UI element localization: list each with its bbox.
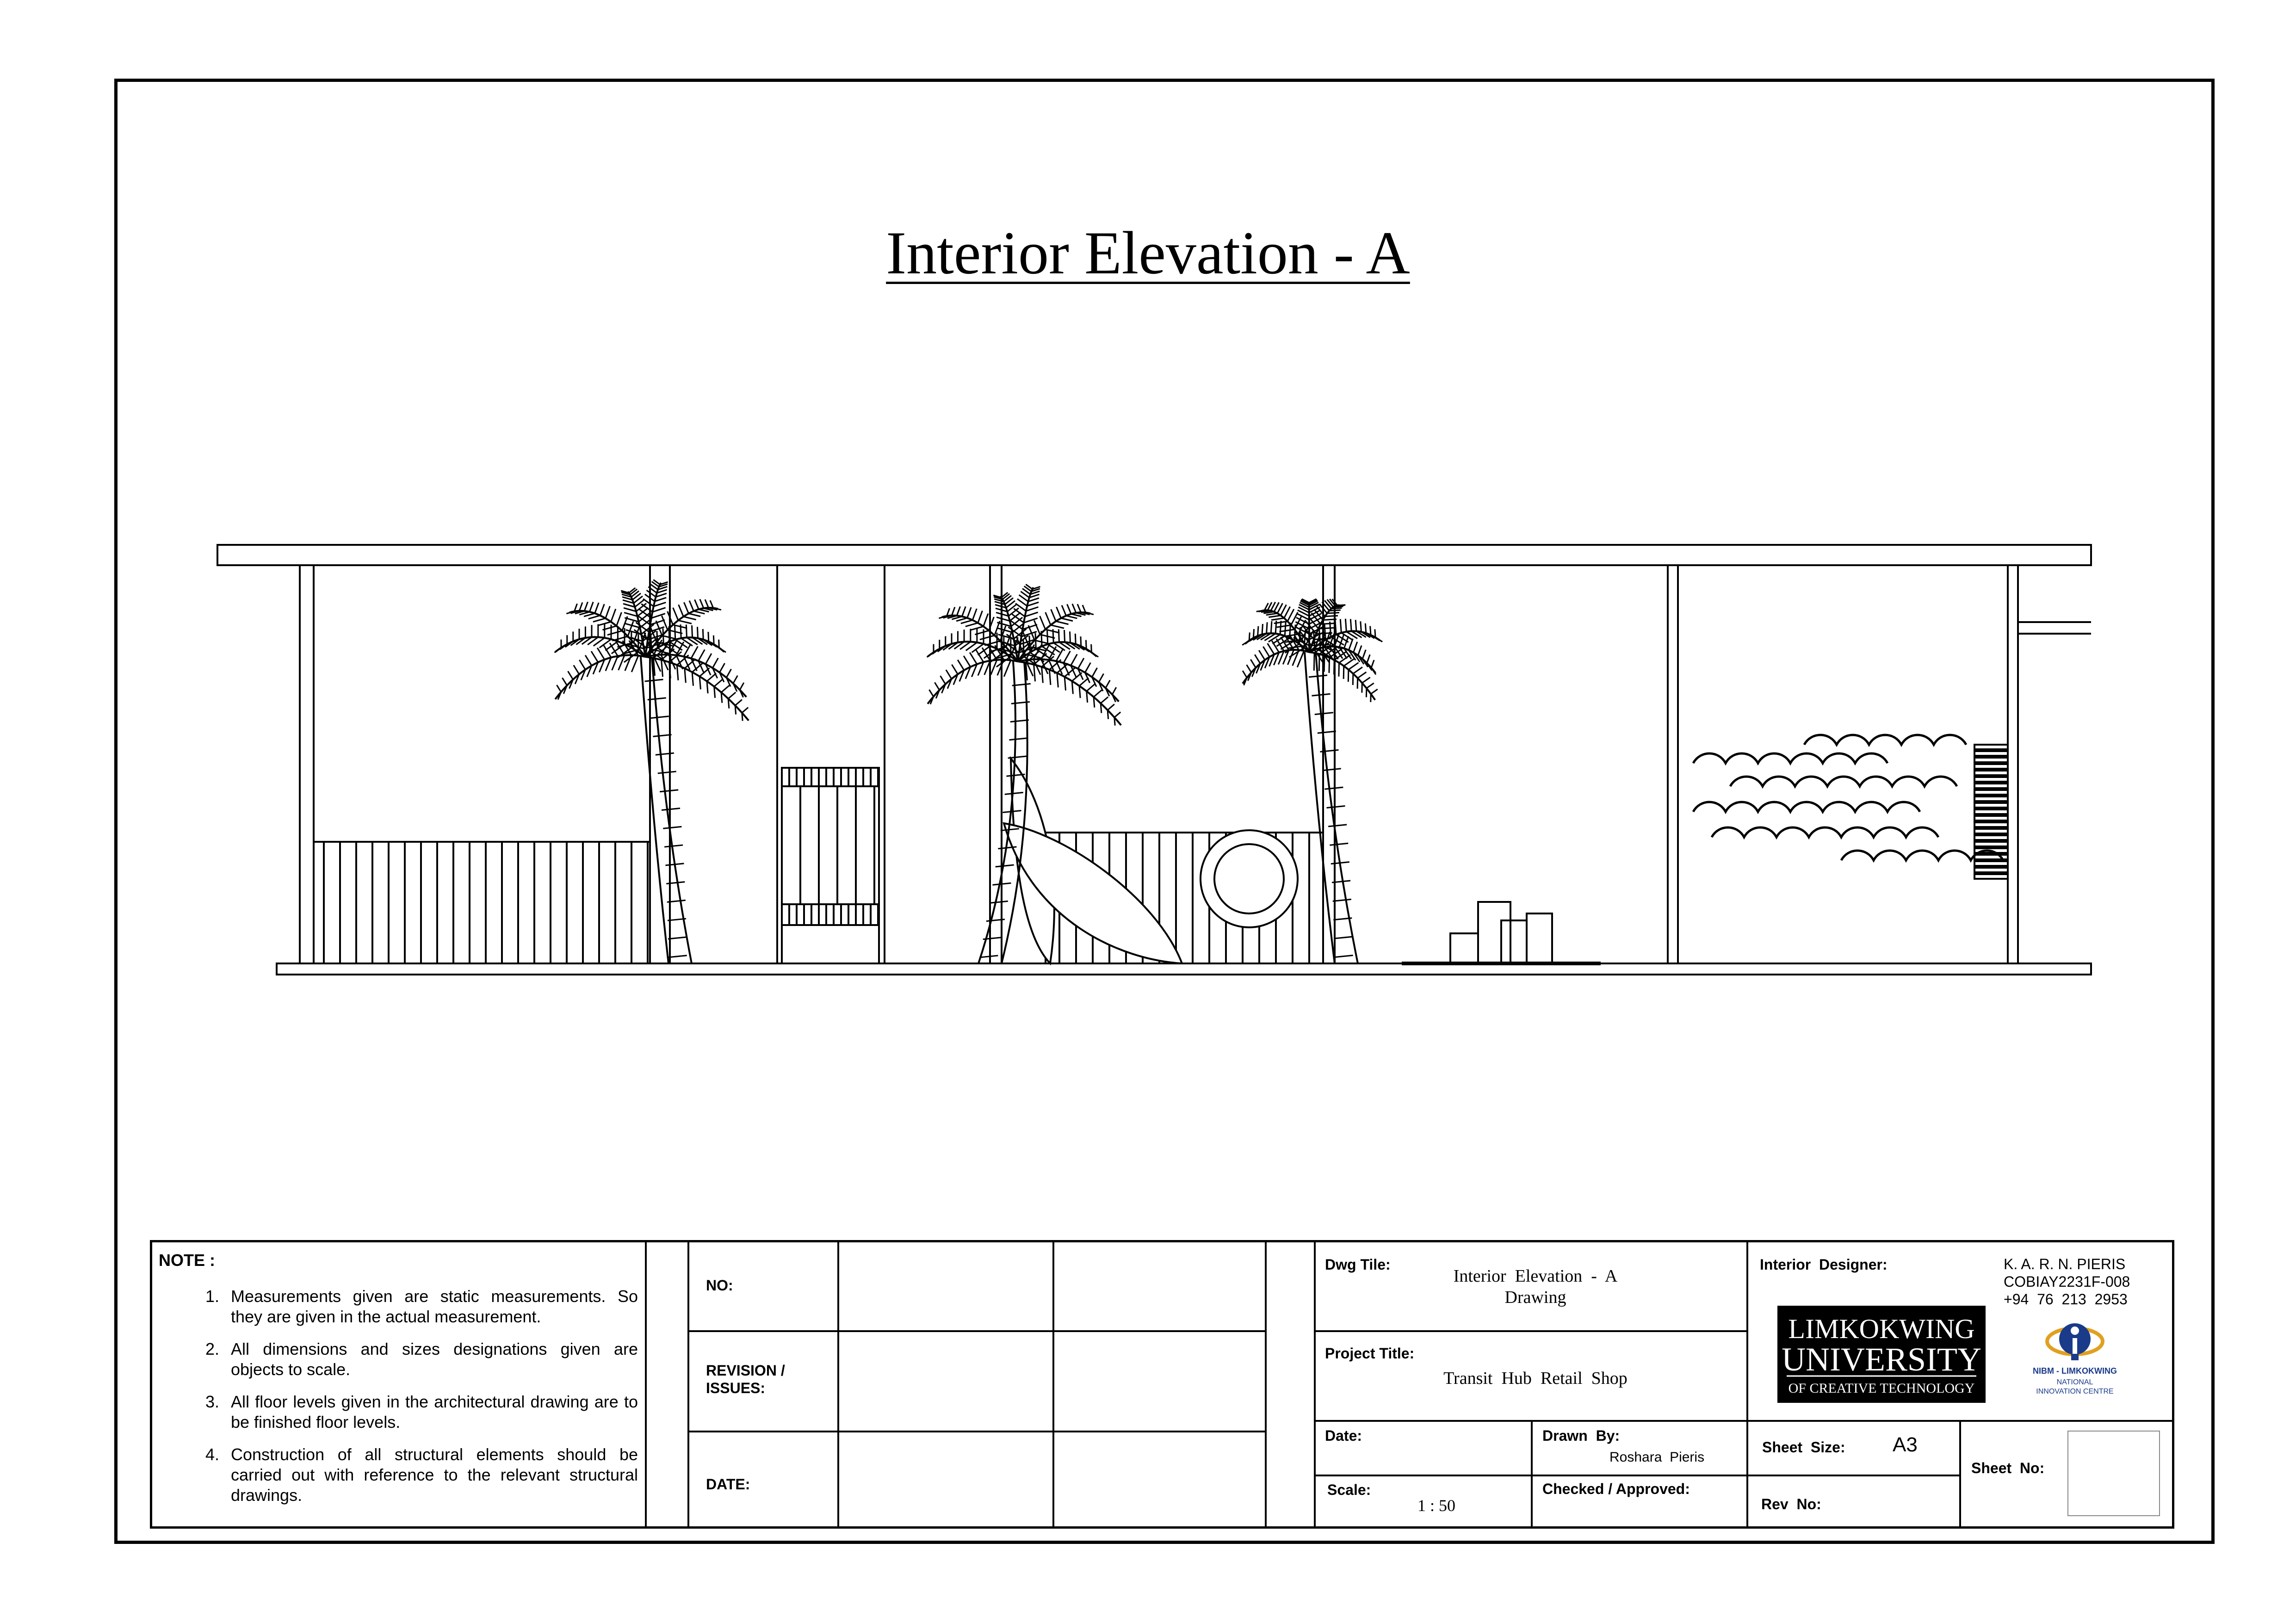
- title-block: NOTE : 1.Measurements given are static m…: [150, 1240, 2174, 1529]
- sheet-size-value: A3: [1893, 1433, 1918, 1456]
- display-box: [1449, 932, 1479, 964]
- note-item: 4.Construction of all structural element…: [205, 1445, 638, 1505]
- note-item: 2.All dimensions and sizes designations …: [205, 1339, 638, 1379]
- project-title-value: Transit Hub Retail Shop: [1443, 1369, 1628, 1388]
- drawn-by-value: Roshara Pieris: [1609, 1450, 1705, 1465]
- interior-elevation-drawing: [217, 544, 2092, 975]
- rev-no-label: Rev No:: [1761, 1496, 1821, 1512]
- checked-approved-label: Checked / Approved:: [1542, 1481, 1690, 1497]
- dwg-title-label: Dwg Tile:: [1325, 1256, 1391, 1273]
- project-title-label: Project Title:: [1325, 1345, 1415, 1362]
- slatted-gate: [781, 767, 880, 964]
- wall-post-left: [299, 564, 315, 964]
- logo-text: OF CREATIVE TECHNOLOGY: [1789, 1381, 1975, 1396]
- scale-label: Scale:: [1327, 1481, 1371, 1498]
- note-item: 1.Measurements given are static measurem…: [205, 1287, 638, 1326]
- column-far-right: [2007, 564, 2019, 964]
- date-label: Date:: [1325, 1427, 1362, 1444]
- logo-text: UNIVERSITY: [1782, 1341, 1981, 1378]
- logo-text: LIMKOKWING: [1788, 1314, 1974, 1344]
- surfboard-leaning: [1003, 822, 1183, 965]
- ceiling-beam: [217, 544, 2092, 566]
- interior-designer-label: Interior Designer:: [1760, 1256, 1888, 1273]
- limkokwing-university-logo: LIMKOKWING UNIVERSITY OF CREATIVE TECHNO…: [1777, 1306, 1986, 1403]
- sheet-no-label: Sheet No:: [1971, 1460, 2045, 1476]
- revision-no-label: NO:: [706, 1277, 733, 1294]
- notes-heading: NOTE :: [159, 1251, 215, 1270]
- innovation-centre-logo: NIBM - LIMKOKWING NATIONAL INNOVATION CE…: [2033, 1323, 2117, 1395]
- dwg-title-value: Interior Elevation - A Drawing: [1453, 1266, 1618, 1307]
- logo-text: NIBM - LIMKOKWING: [2033, 1366, 2117, 1376]
- slatted-panel-left: [313, 841, 651, 964]
- interior-designer-value: K. A. R. N. PIERIS COBIAY2231F-008 +94 7…: [2004, 1256, 2130, 1308]
- sheet-size-label: Sheet Size:: [1762, 1439, 1845, 1456]
- logo-text: NATIONAL: [2057, 1378, 2093, 1386]
- sheet-no-box: [2067, 1431, 2160, 1516]
- floor-slab: [276, 963, 2092, 975]
- note-item: 3.All floor levels given in the architec…: [205, 1392, 638, 1432]
- column-right: [1667, 564, 1679, 964]
- notes-list: 1.Measurements given are static measurem…: [194, 1286, 638, 1518]
- logo-text: INNOVATION CENTRE: [2036, 1388, 2113, 1395]
- revision-issues-label: REVISION / ISSUES:: [706, 1362, 785, 1396]
- sheet-border: [114, 79, 2215, 1544]
- drawn-by-label: Drawn By:: [1542, 1427, 1620, 1444]
- scale-value: 1 : 50: [1417, 1496, 1456, 1515]
- drawing-title: Interior Elevation - A: [886, 219, 1410, 287]
- revision-date-label: DATE:: [706, 1476, 750, 1493]
